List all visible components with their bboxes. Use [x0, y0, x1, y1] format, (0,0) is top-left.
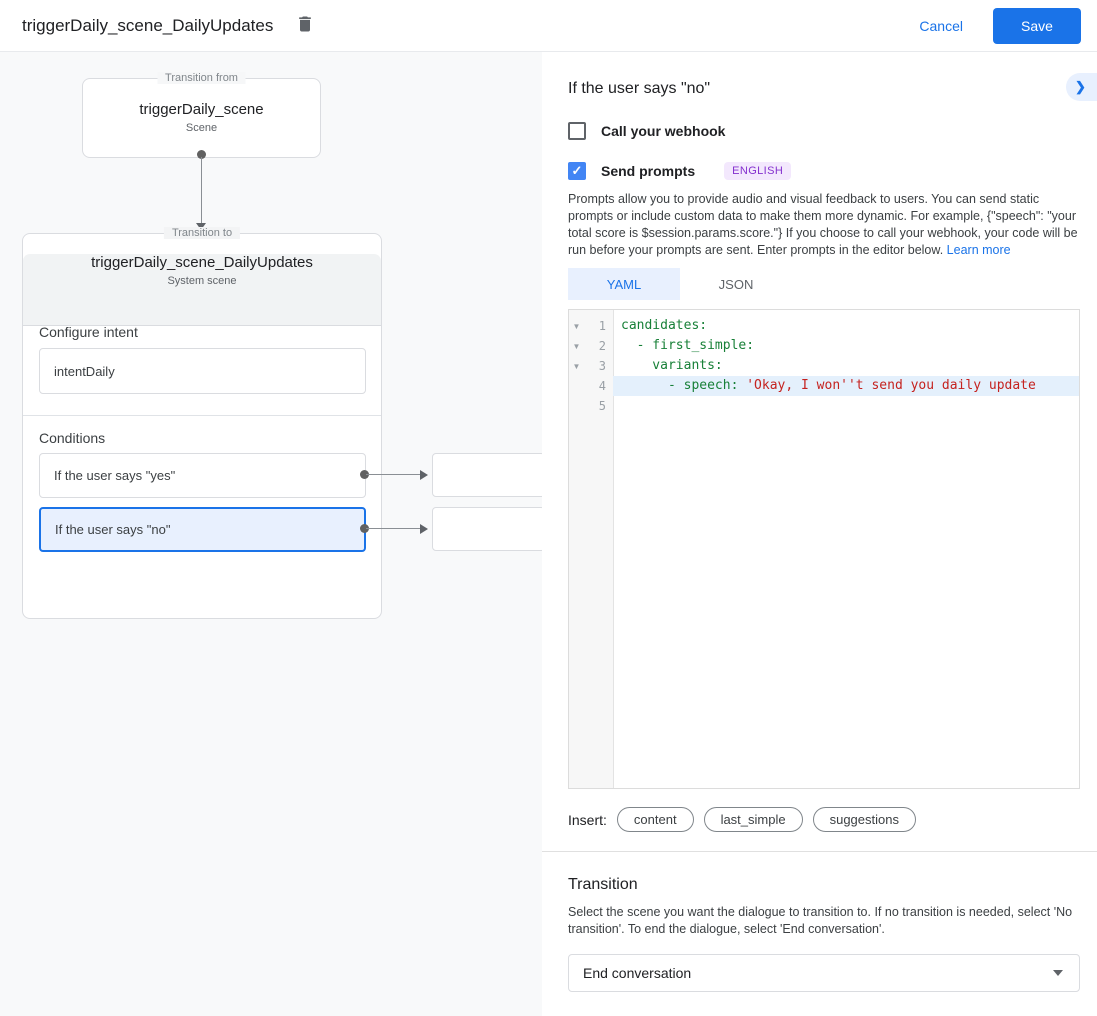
send-prompts-checkbox[interactable]: ✓: [568, 162, 586, 180]
transition-select[interactable]: End conversation: [568, 954, 1080, 992]
editor-gutter: ▼2: [569, 336, 613, 356]
save-button[interactable]: Save: [993, 7, 1081, 44]
check-icon: ✓: [571, 163, 583, 178]
fold-arrow-icon[interactable]: ▼: [572, 321, 581, 331]
call-webhook-label: Call your webhook: [601, 123, 726, 139]
condition-no-label: If the user says "no": [55, 522, 171, 537]
condition-detail-panel: If the user says "no" ❯ Call your webhoo…: [542, 52, 1097, 1016]
transition-to-legend: Transition to: [163, 227, 241, 239]
learn-more-link[interactable]: Learn more: [946, 243, 1011, 257]
chevron-right-icon: ❯: [1075, 79, 1086, 94]
from-scene-type: Scene: [185, 122, 218, 134]
transition-from-legend: Transition from: [157, 72, 246, 84]
prompts-row: ✓ Send prompts ENGLISH: [568, 162, 1080, 180]
condition-target-node[interactable]: [432, 453, 542, 497]
intent-item[interactable]: intentDaily: [39, 348, 366, 394]
line-number: 3: [598, 359, 606, 373]
transition-to-card: Transition to triggerDaily_scene_DailyUp…: [22, 227, 382, 619]
insert-chip-last-simple[interactable]: last_simple: [703, 807, 803, 832]
to-scene-name: triggerDaily_scene_DailyUpdates: [91, 254, 313, 271]
line-number: 2: [598, 339, 606, 353]
scene-card-header: triggerDaily_scene_DailyUpdates System s…: [23, 254, 381, 326]
transition-selected-value: End conversation: [583, 965, 692, 981]
code-line-content: [613, 396, 1079, 416]
send-prompts-label: Send prompts: [601, 163, 696, 179]
connector-dot: [360, 524, 369, 533]
connector-line-horizontal: [366, 528, 420, 529]
connector-dot: [360, 470, 369, 479]
editor-gutter: 5: [569, 396, 613, 416]
transition-description: Select the scene you want the dialogue t…: [568, 905, 1073, 936]
condition-target-node[interactable]: [432, 507, 542, 551]
editor-line[interactable]: ▼2 - first_simple:: [569, 336, 1079, 356]
code-line-content: variants:: [621, 358, 723, 373]
panel-title: If the user says "no": [568, 80, 711, 97]
insert-chip-suggestions[interactable]: suggestions: [812, 807, 916, 832]
editor-line[interactable]: ▼3 variants:: [569, 356, 1079, 376]
scene-flow-canvas: Transition from triggerDaily_scene Scene…: [0, 52, 542, 1016]
editor-line[interactable]: 4 - speech: 'Okay, I won''t send you dai…: [569, 376, 1079, 396]
condition-item-no-selected[interactable]: If the user says "no": [39, 507, 366, 552]
arrow-right-icon: [420, 470, 428, 480]
call-webhook-checkbox[interactable]: [568, 122, 586, 140]
editor-gutter: ▼3: [569, 356, 613, 376]
tab-json[interactable]: JSON: [718, 276, 754, 292]
editor-format-tabs: YAML JSON: [568, 268, 1080, 300]
webhook-row: Call your webhook: [568, 122, 1080, 140]
panel-divider: [542, 851, 1097, 852]
transition-section-title: Transition: [568, 876, 638, 893]
line-number: 4: [598, 379, 606, 393]
caret-down-icon: [1053, 970, 1063, 976]
line-number: 5: [598, 399, 606, 413]
editor-gutter: ▼1: [569, 316, 613, 336]
connector-line-vertical: [201, 157, 202, 223]
insert-row: Insert: content last_simple suggestions: [568, 807, 1080, 832]
collapse-panel-button[interactable]: ❯: [1066, 73, 1097, 101]
language-badge: ENGLISH: [724, 162, 792, 180]
prompts-description: Prompts allow you to provide audio and v…: [568, 191, 1080, 259]
intent-name: intentDaily: [54, 363, 115, 379]
transition-from-node[interactable]: Transition from triggerDaily_scene Scene: [82, 72, 321, 158]
condition-yes-label: If the user says "yes": [54, 468, 176, 483]
top-bar: triggerDaily_scene_DailyUpdates Cancel S…: [0, 0, 1097, 52]
from-scene-name: triggerDaily_scene: [139, 101, 264, 118]
condition-item-yes[interactable]: If the user says "yes": [39, 453, 366, 498]
tab-yaml[interactable]: YAML: [568, 268, 680, 300]
editor-gutter: 4: [569, 376, 613, 396]
configure-intent-label: Configure intent: [39, 324, 138, 340]
connector-dot: [197, 150, 206, 159]
insert-chip-content[interactable]: content: [616, 807, 694, 832]
arrow-right-icon: [420, 524, 428, 534]
editor-line[interactable]: 5: [569, 396, 1079, 416]
code-line-content: candidates:: [621, 318, 708, 333]
line-number: 1: [598, 319, 606, 333]
card-divider: [23, 415, 381, 416]
delete-scene-button[interactable]: [291, 12, 319, 40]
trash-icon: [295, 14, 315, 37]
prompts-description-text: Prompts allow you to provide audio and v…: [568, 192, 1078, 257]
to-scene-type: System scene: [167, 275, 237, 287]
code-line-content: - first_simple:: [621, 338, 755, 353]
arrow-down-icon: [196, 223, 206, 230]
connector-line-horizontal: [366, 474, 420, 475]
fold-arrow-icon[interactable]: ▼: [572, 341, 581, 351]
fold-arrow-icon[interactable]: ▼: [572, 361, 581, 371]
page-title: triggerDaily_scene_DailyUpdates: [22, 15, 274, 35]
conditions-label: Conditions: [39, 430, 106, 446]
cancel-button[interactable]: Cancel: [919, 17, 963, 34]
insert-label: Insert:: [568, 811, 607, 828]
code-line-content: - speech: 'Okay, I won''t send you daily…: [613, 376, 1079, 396]
